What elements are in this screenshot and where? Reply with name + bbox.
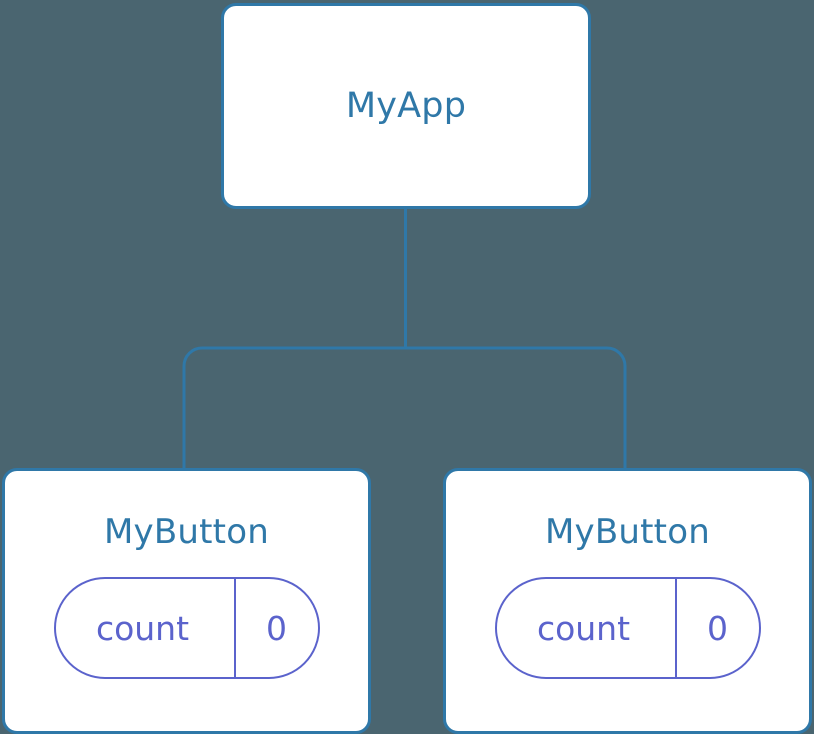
state-key: count xyxy=(536,608,631,648)
state-key: count xyxy=(95,608,190,648)
state-pill[interactable]: count 0 xyxy=(494,577,761,679)
node-title: MyButton xyxy=(545,512,710,552)
state-value: 0 xyxy=(233,579,318,677)
edge-bus-to-child-right xyxy=(405,346,627,472)
node-title: MyApp xyxy=(345,85,467,126)
node-myapp[interactable]: MyApp xyxy=(221,3,591,209)
node-mybutton-right[interactable]: MyButton count 0 xyxy=(443,468,812,734)
edge-bus-to-child-left xyxy=(182,346,406,472)
node-title: MyButton xyxy=(104,512,269,552)
node-mybutton-left[interactable]: MyButton count 0 xyxy=(2,468,371,734)
state-value: 0 xyxy=(674,579,759,677)
state-pill[interactable]: count 0 xyxy=(53,577,320,679)
